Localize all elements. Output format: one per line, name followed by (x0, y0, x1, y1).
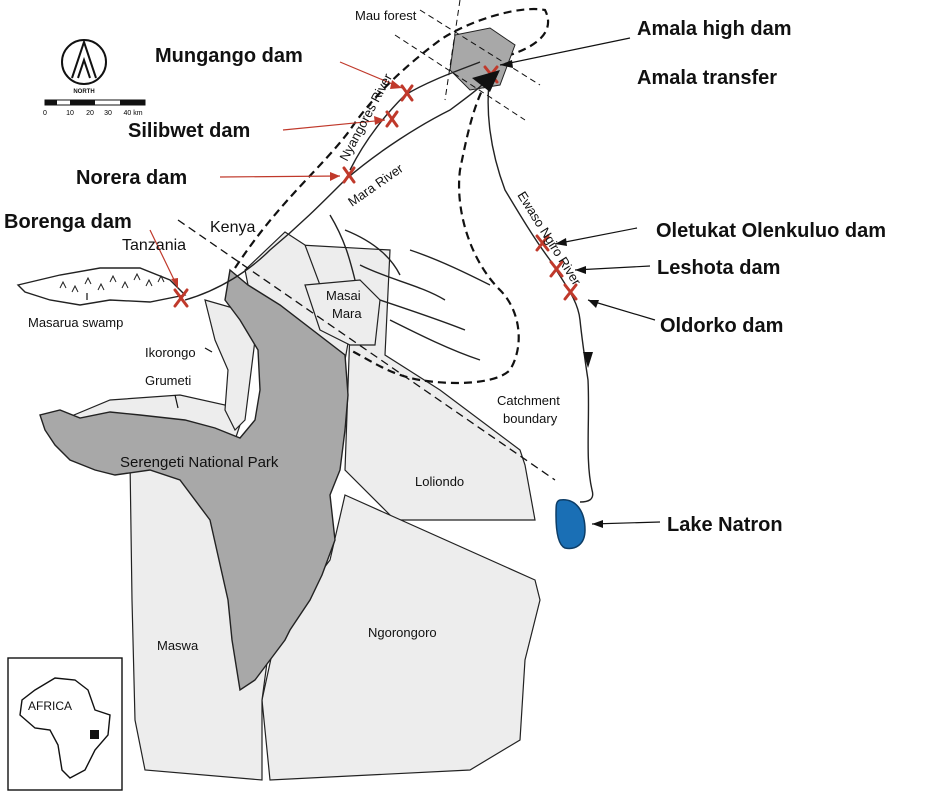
silibwet-dam-label: Silibwet dam (128, 120, 250, 142)
masarua-swamp-label: Masarua swamp (28, 315, 123, 330)
scale-tick-4: 40 km (123, 110, 142, 117)
oletukat-dam-label: Oletukat Olenkuluo dam (656, 220, 886, 242)
scale-tick-0: 0 (43, 110, 47, 117)
africa-outline (19, 677, 111, 779)
oldorko-dam-label: Oldorko dam (660, 315, 783, 337)
oldorko-dam-marker-icon (563, 283, 578, 301)
silibwet-dam-marker-icon (385, 110, 399, 128)
maswa-label: Maswa (157, 638, 199, 653)
loliondo-label: Loliondo (415, 474, 464, 489)
mara-label: Mara (332, 306, 362, 321)
border-line (177, 219, 556, 481)
masai-label: Masai (326, 288, 361, 303)
grumeti-label: Grumeti (145, 373, 191, 388)
amala-triangle-icon (472, 70, 500, 92)
serengeti-label: Serengeti National Park (120, 454, 279, 471)
africa-label: AFRICA (28, 699, 72, 713)
study-area-marker-icon (90, 730, 99, 739)
lake-natron (555, 499, 586, 550)
north-label: NORTH (73, 89, 94, 95)
oletukat-dam-marker-icon (535, 234, 550, 252)
scale-bar: 0 10 20 30 40 km (43, 99, 146, 117)
arrow-heads (171, 60, 603, 528)
leshota-dam-label: Leshota dam (657, 257, 780, 279)
ngorongoro-label: Ngorongoro (368, 625, 437, 640)
mungango-dam-marker-icon (400, 84, 414, 102)
amala-transfer-label: Amala transfer (637, 67, 777, 89)
ikorongo-label: Ikorongo (145, 345, 196, 360)
catchment-label-2: boundary (503, 411, 558, 426)
scale-tick-3: 30 (104, 110, 112, 117)
norera-dam-label: Norera dam (76, 167, 187, 189)
ewaso-river (487, 74, 594, 503)
catchment-boundary (234, 8, 550, 385)
masarua-swamp (16, 267, 187, 306)
amala-high-dam-label: Amala high dam (637, 18, 791, 40)
ewaso-river-label: Ewaso Ngiro River (514, 189, 584, 289)
serengeti-park (39, 268, 349, 692)
lake-natron-label: Lake Natron (667, 514, 783, 536)
mau-forest-label: Mau forest (355, 8, 417, 23)
nyangores-river-label: Nyangores River (336, 70, 395, 163)
africa-inset: AFRICA (7, 657, 123, 791)
scale-tick-1: 10 (66, 110, 74, 117)
scale-tick-2: 20 (86, 110, 94, 117)
norera-dam-marker-icon (342, 166, 356, 184)
borenga-dam-marker-icon (173, 288, 189, 308)
ewaso-arrow-icon (583, 352, 593, 368)
borenga-dam-label: Borenga dam (4, 211, 132, 233)
catchment-label-1: Catchment (497, 393, 560, 408)
tanzania-label: Tanzania (122, 237, 186, 254)
swamp-marks (59, 272, 165, 293)
annotation-arrows (86, 37, 661, 525)
masai-mara-inner (304, 279, 381, 346)
leshota-dam-marker-icon (549, 260, 564, 278)
mau-forest-lines (394, 0, 541, 121)
north-arrow-icon: NORTH (61, 38, 107, 95)
mungango-dam-label: Mungango dam (155, 45, 303, 67)
kenya-label: Kenya (210, 219, 255, 236)
